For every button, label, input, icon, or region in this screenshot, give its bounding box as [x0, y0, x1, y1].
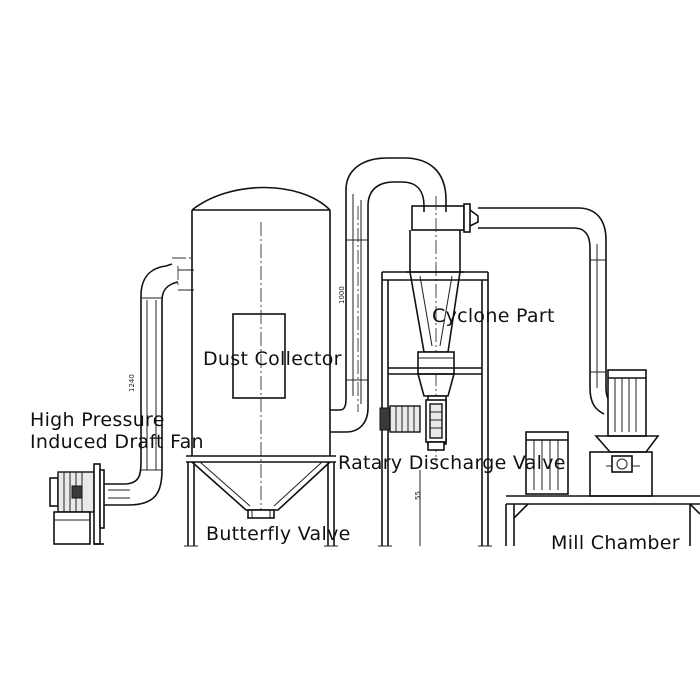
dimension-left-pipe: 1240 — [128, 374, 136, 392]
fan-label-line1: High Pressure — [30, 409, 165, 431]
dimension-cyclone-pipe: 1000 — [338, 286, 346, 304]
rotary-discharge-valve — [379, 399, 447, 451]
butterfly-valve-label: Butterfly Valve — [206, 523, 351, 545]
cyclone-label: Cyclone Part — [432, 305, 555, 327]
dust-collector-label: Dust Collector — [203, 348, 342, 370]
fan-to-collector-duct — [104, 257, 194, 506]
dimension-support-leg: 55 — [414, 491, 422, 500]
rotary-valve-label: Ratary Discharge Valve — [338, 452, 566, 474]
dust-collector — [186, 186, 336, 546]
cyclone-to-collector-duct — [330, 157, 447, 433]
mill-chamber — [505, 369, 700, 546]
mill-chamber-label: Mill Chamber — [551, 532, 680, 554]
mill-to-cyclone-duct — [478, 207, 617, 415]
fan-label-line2: Induced Draft Fan — [30, 431, 204, 453]
induced-draft-fan — [49, 463, 105, 545]
